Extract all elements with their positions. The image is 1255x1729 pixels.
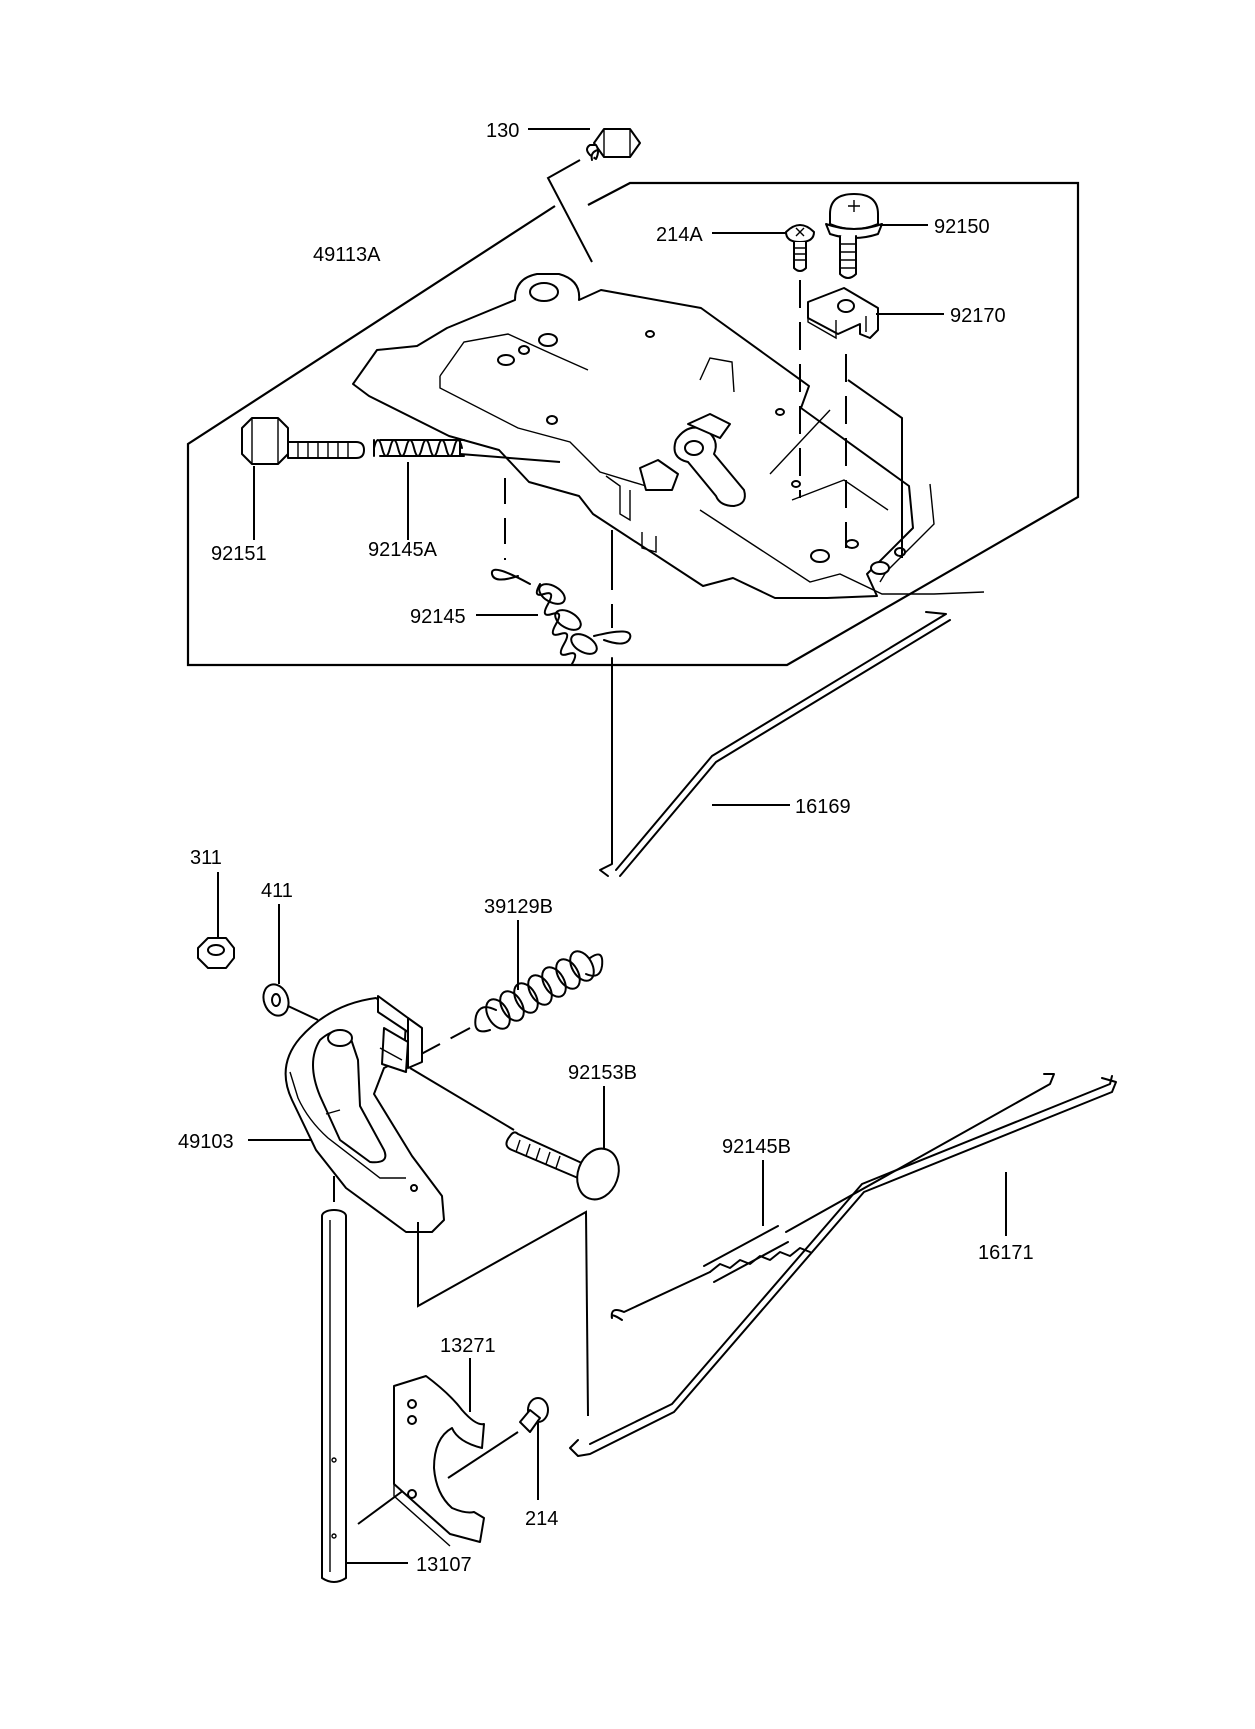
label-311: 311 [190,847,222,869]
axis-92153B [409,1067,515,1131]
label-92170: 92170 [950,305,1006,327]
label-92145B: 92145B [722,1136,791,1158]
rod-16171 [569,1075,1117,1457]
rod-16169 [599,611,951,877]
washer-411 [262,983,290,1017]
bolt-92150 [825,193,883,279]
label-92145A: 92145A [368,539,438,561]
bolt-92151 [241,417,365,465]
axis-214 [447,1431,519,1479]
spring-39129B [474,950,604,1033]
assembly-frame-49113A [186,181,1080,667]
screw-214 [519,1397,549,1433]
clip-92170 [807,287,879,340]
label-214: 214 [525,1508,558,1530]
bolt-130 [586,128,641,161]
label-39129B: 39129B [484,896,553,918]
label-214A: 214A [656,224,703,246]
leader-92170-b [847,379,903,558]
label-16169: 16169 [795,796,851,818]
spring-92145A-hook [459,453,561,463]
bracket-13271 [393,1375,485,1547]
leader-130-axis [546,159,593,263]
pin-92153B [505,1131,620,1201]
label-130: 130 [486,120,519,142]
spring-92145A [373,439,465,457]
label-92145: 92145 [410,606,466,628]
label-49113A: 49113A [313,244,381,266]
frame-lower [417,1210,589,1417]
spring-92145B [610,1073,1055,1321]
axis-13107-b [357,1489,405,1525]
labels: 130 49113A 214A 92150 92170 92151 92145A… [178,120,1034,1576]
governor-plate [352,273,985,599]
label-16171: 16171 [978,1242,1034,1264]
label-411: 411 [261,880,293,902]
axis-411 [287,1005,319,1021]
screw-214A [785,224,815,272]
label-13107: 13107 [416,1554,472,1576]
label-92151: 92151 [211,543,267,565]
label-92150: 92150 [934,216,990,238]
label-13271: 13271 [440,1335,496,1357]
spring-92145-hook-b [593,630,632,645]
governor-arm-49103 [284,995,445,1233]
shaft-13107 [321,1209,347,1583]
label-49103: 49103 [178,1131,234,1153]
spring-92145 [535,583,598,665]
nut-311 [197,937,235,969]
label-92153B: 92153B [568,1062,637,1084]
spring-92145-hook-a [490,568,531,585]
